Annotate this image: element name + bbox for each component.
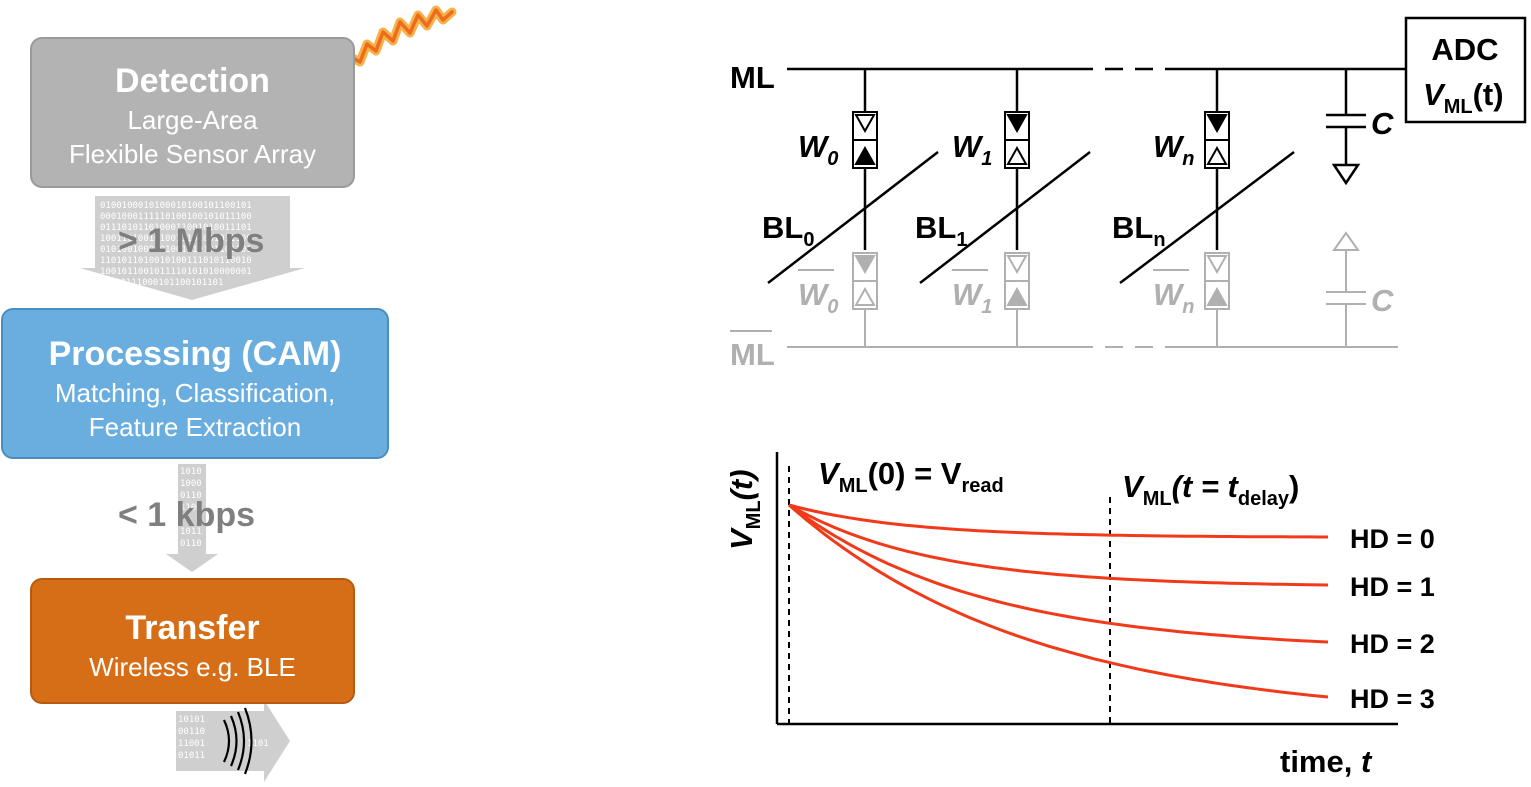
start-annotation: VML(0) = Vread — [818, 456, 1004, 497]
w0-label: W0 — [798, 129, 838, 170]
transfer-box: Transfer Wireless e.g. BLE — [30, 578, 355, 704]
svg-text:1000: 1000 — [180, 479, 202, 489]
svg-text:00110: 00110 — [178, 727, 205, 737]
wireless-waves-icon — [223, 707, 253, 775]
svg-text:1001011001011110101010000001: 1001011001011110101010000001 — [100, 267, 252, 277]
svg-text:1010: 1010 — [180, 467, 202, 477]
curve-label-hd-1: HD = 1 — [1350, 572, 1435, 602]
processing-line1: Matching, Classification, — [54, 378, 336, 408]
processing-title: Processing (CAM) — [48, 335, 342, 373]
processing-box: Processing (CAM) Matching, Classificatio… — [1, 308, 389, 459]
w1-bar-label: W1 — [952, 277, 992, 318]
curve-hd-0 — [788, 503, 1328, 539]
pipeline-graphics: 0100100010100010100101100101 00010001111… — [80, 5, 457, 782]
ml-bar-label: ML — [730, 337, 775, 372]
device-w0 — [852, 111, 878, 169]
adc-label: ADC — [1431, 32, 1498, 67]
curve-hd-2 — [788, 503, 1329, 644]
cap-bar-label: C — [1371, 283, 1394, 318]
svg-text:11001: 11001 — [178, 739, 205, 749]
curve-hd-1 — [788, 503, 1329, 587]
svg-text:0110: 0110 — [180, 491, 202, 501]
transfer-title: Transfer — [125, 609, 260, 647]
svg-text:0111010110100011001010011101: 0111010110100011001010011101 — [100, 223, 252, 233]
w0-bar-label: W0 — [798, 277, 838, 318]
ml-label: ML — [730, 60, 775, 95]
high-rate-arrow: 0100100010100010100101100101 00010001111… — [80, 196, 305, 300]
svg-text:0101001000101001110101101101: 0101001000101001110101101101 — [100, 245, 252, 255]
x-axis-label: time, t — [1280, 744, 1373, 779]
detection-box: Detection Large-Area Flexible Sensor Arr… — [30, 37, 355, 188]
curve-label-hd-3: HD = 3 — [1350, 684, 1435, 714]
svg-text:1011: 1011 — [180, 527, 202, 537]
bl0-label: BL0 — [762, 210, 814, 251]
device-w0-bar — [852, 252, 878, 310]
svg-text:10111000101100101101: 10111000101100101101 — [115, 278, 223, 288]
svg-text:1100: 1100 — [180, 503, 202, 513]
device-w1 — [1004, 111, 1030, 169]
detection-line1: Large-Area — [127, 105, 258, 135]
w1-label: W1 — [952, 129, 992, 170]
low-rate-arrow: 1010 1000 0110 1100 1011 0110 — [166, 464, 218, 572]
low-rate-label: < 1 kbps — [118, 496, 256, 534]
cap-label: C — [1371, 106, 1394, 141]
curve-hd-3 — [788, 503, 1329, 699]
detection-line2: Flexible Sensor Array — [68, 139, 317, 169]
processing-line2: Feature Extraction — [88, 412, 302, 442]
bln-label: BLn — [1112, 210, 1166, 251]
bl1-label: BL1 — [915, 210, 967, 251]
detection-title: Detection — [115, 62, 270, 100]
delay-annotation: VML(t = tdelay) — [1122, 469, 1299, 510]
svg-text:0001000111110100100101011100: 0001000111110100100101011100 — [100, 212, 252, 222]
svg-text:0100100010100010100101100101: 0100100010100010100101100101 — [100, 201, 252, 211]
curve-label-hd-2: HD = 2 — [1350, 629, 1435, 659]
svg-text:1001101001010011101001011100: 1001101001010011101001011100 — [100, 234, 252, 244]
wn-bar-label: Wn — [1153, 277, 1194, 318]
svg-text:1101: 1101 — [247, 739, 269, 749]
curve-label-hd-0: HD = 0 — [1350, 524, 1435, 554]
adc-vml-label: VML(t) — [1423, 77, 1504, 118]
svg-text:0110: 0110 — [180, 539, 202, 549]
high-rate-label: > 1 Mbps — [118, 222, 265, 260]
svg-text:01011: 01011 — [178, 751, 205, 761]
svg-text:10101: 10101 — [178, 715, 205, 725]
device-wn-bar — [1204, 252, 1230, 310]
svg-text:1101011010010100111010110010: 1101011010010100111010110010 — [100, 256, 252, 266]
device-wn — [1204, 111, 1230, 169]
device-w1-bar — [1004, 252, 1030, 310]
wn-label: Wn — [1153, 129, 1194, 170]
transfer-line1: Wireless e.g. BLE — [89, 652, 296, 682]
adc-box — [1404, 16, 1527, 124]
wireless-output-arrow: 10101 00110 11001 01011 1101 — [176, 700, 290, 782]
y-axis-label: VML(t) — [724, 469, 765, 550]
